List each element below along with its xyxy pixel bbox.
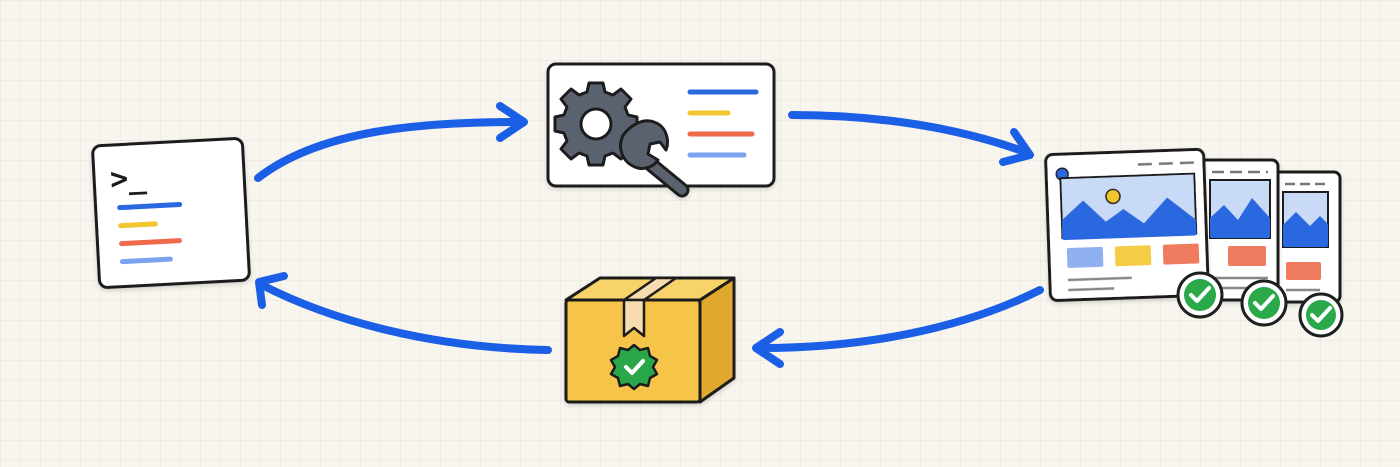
check-badge-3 [1298,292,1344,338]
terminal-line-lightblue [119,256,173,265]
arrow-build-to-previews [788,111,1029,156]
package-check-badge [609,343,659,391]
checkmark-icon [1310,306,1332,323]
arrowhead-package-to-terminal [255,272,288,309]
page-block-yellow [1114,245,1152,267]
checkmark-icon [624,359,645,375]
preview-page-3 [1272,170,1342,304]
terminal-prompt: >_ [109,160,148,197]
flow-arrows [254,102,1044,368]
page-block-red [1162,243,1200,265]
preview-page-1 [1044,147,1210,302]
arrowhead-build-to-previews [999,128,1034,166]
arrow-terminal-to-build [254,118,524,182]
terminal-line-blue [117,202,183,211]
arrow-package-to-terminal [258,281,552,354]
gear-icon [553,81,639,167]
arrowhead-terminal-to-build [496,102,528,142]
arrowhead-previews-to-package [752,328,784,368]
terminal-window [91,137,251,289]
arrow-previews-to-package [756,286,1044,352]
terminal-line-red [119,238,182,247]
page-block-blue [1066,246,1104,268]
wrench-icon [619,119,690,198]
check-badge-1 [1176,271,1224,319]
preview-page-2 [1198,158,1280,302]
terminal-card: >_ [91,137,251,289]
checkmark-icon [1189,286,1211,303]
build-card [546,62,776,198]
terminal-line-yellow [118,221,159,229]
check-badge-2 [1240,279,1288,327]
box-tape-front [622,298,646,338]
preview-pages [1044,147,1344,338]
checkmark-icon [1253,294,1275,311]
package-box-icon [564,276,736,404]
